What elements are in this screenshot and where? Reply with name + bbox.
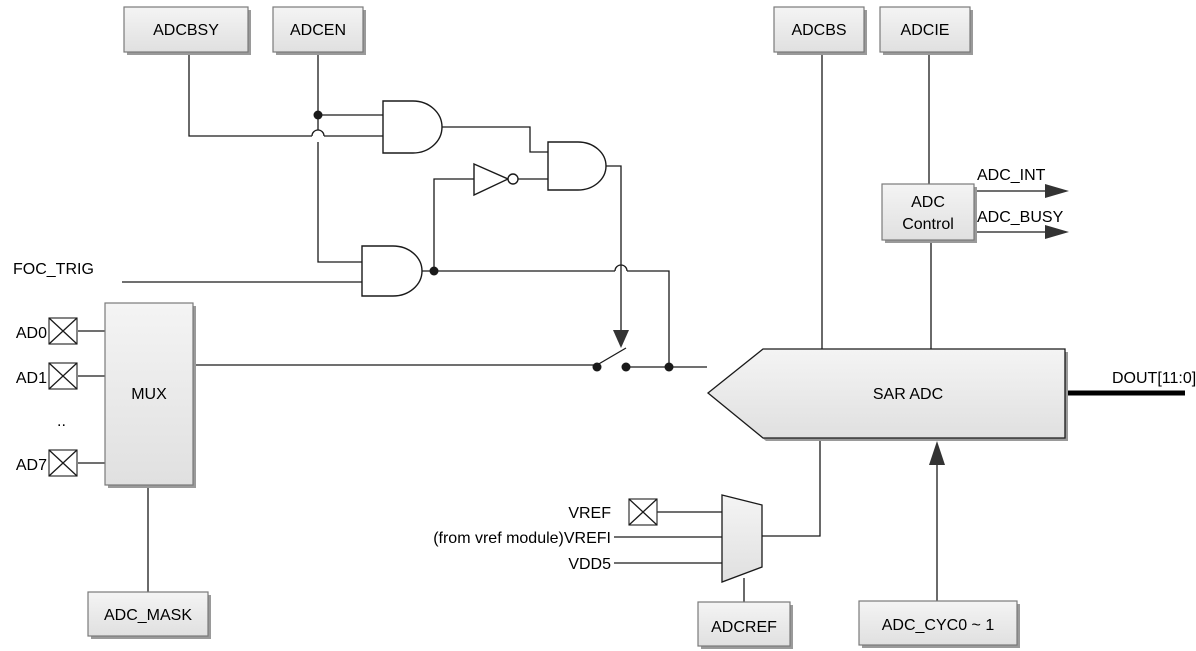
sar-adc-block: SAR ADC <box>706 348 1068 441</box>
register-adcbs-label: ADCBS <box>791 22 846 39</box>
pin-ad0-pad <box>48 317 78 345</box>
adc-control-label-line1: ADC <box>911 194 945 211</box>
mux-block: MUX <box>104 302 196 488</box>
analog-switch <box>592 347 631 372</box>
sar-adc-label: SAR ADC <box>873 386 943 403</box>
register-adcbsy: ADCBSY <box>123 6 251 55</box>
vref-label: VREF <box>568 505 611 522</box>
pin-ad7-pad <box>48 449 78 477</box>
and-gate-1 <box>382 100 443 154</box>
register-adc-cyc: ADC_CYC0 ~ 1 <box>858 600 1020 648</box>
foc-trig-label: FOC_TRIG <box>13 261 94 278</box>
adc-cyc-arrow <box>929 441 945 465</box>
register-adcref-label: ADCREF <box>711 619 777 636</box>
dout-label: DOUT[11:0] <box>1112 370 1196 387</box>
adc-busy-label: ADC_BUSY <box>977 209 1064 226</box>
pin-vref-pad <box>628 498 658 526</box>
vdd5-label: VDD5 <box>568 556 611 573</box>
register-adcen-label: ADCEN <box>290 22 346 39</box>
pin-ad1-pad <box>48 362 78 390</box>
mux-label: MUX <box>131 386 167 403</box>
and-gate-2 <box>361 245 423 297</box>
pin-ad7-label: AD7 <box>16 457 47 474</box>
register-adc-mask-label: ADC_MASK <box>104 607 192 624</box>
adc-int-label: ADC_INT <box>977 167 1046 184</box>
register-adcbsy-label: ADCBSY <box>153 22 219 39</box>
adc-int-arrow <box>1045 184 1069 198</box>
junction-dot <box>429 266 439 276</box>
switch-control-arrow <box>613 330 629 348</box>
junction-dot <box>664 362 674 372</box>
register-adcbs: ADCBS <box>773 6 867 55</box>
pin-ad0-label: AD0 <box>16 325 47 342</box>
register-adc-mask: ADC_MASK <box>87 591 211 639</box>
adc-control-block: ADC Control <box>881 183 977 243</box>
wires <box>78 52 1045 602</box>
junction-dot <box>313 110 323 120</box>
and-gate-3 <box>547 141 607 191</box>
register-adcie: ADCIE <box>879 6 973 55</box>
pin-ad1-label: AD1 <box>16 370 47 387</box>
adc-busy-arrow <box>1045 225 1069 239</box>
register-adcen: ADCEN <box>272 6 366 55</box>
register-adc-cyc-label: ADC_CYC0 ~ 1 <box>882 617 995 634</box>
register-adcie-label: ADCIE <box>901 22 950 39</box>
adc-control-label-line2: Control <box>902 216 954 233</box>
register-adcref: ADCREF <box>697 601 793 649</box>
pin-ellipsis-label: .. <box>57 413 66 430</box>
reference-mux <box>721 494 763 583</box>
vrefi-label: (from vref module)VREFI <box>433 530 611 547</box>
not-gate <box>473 162 519 197</box>
